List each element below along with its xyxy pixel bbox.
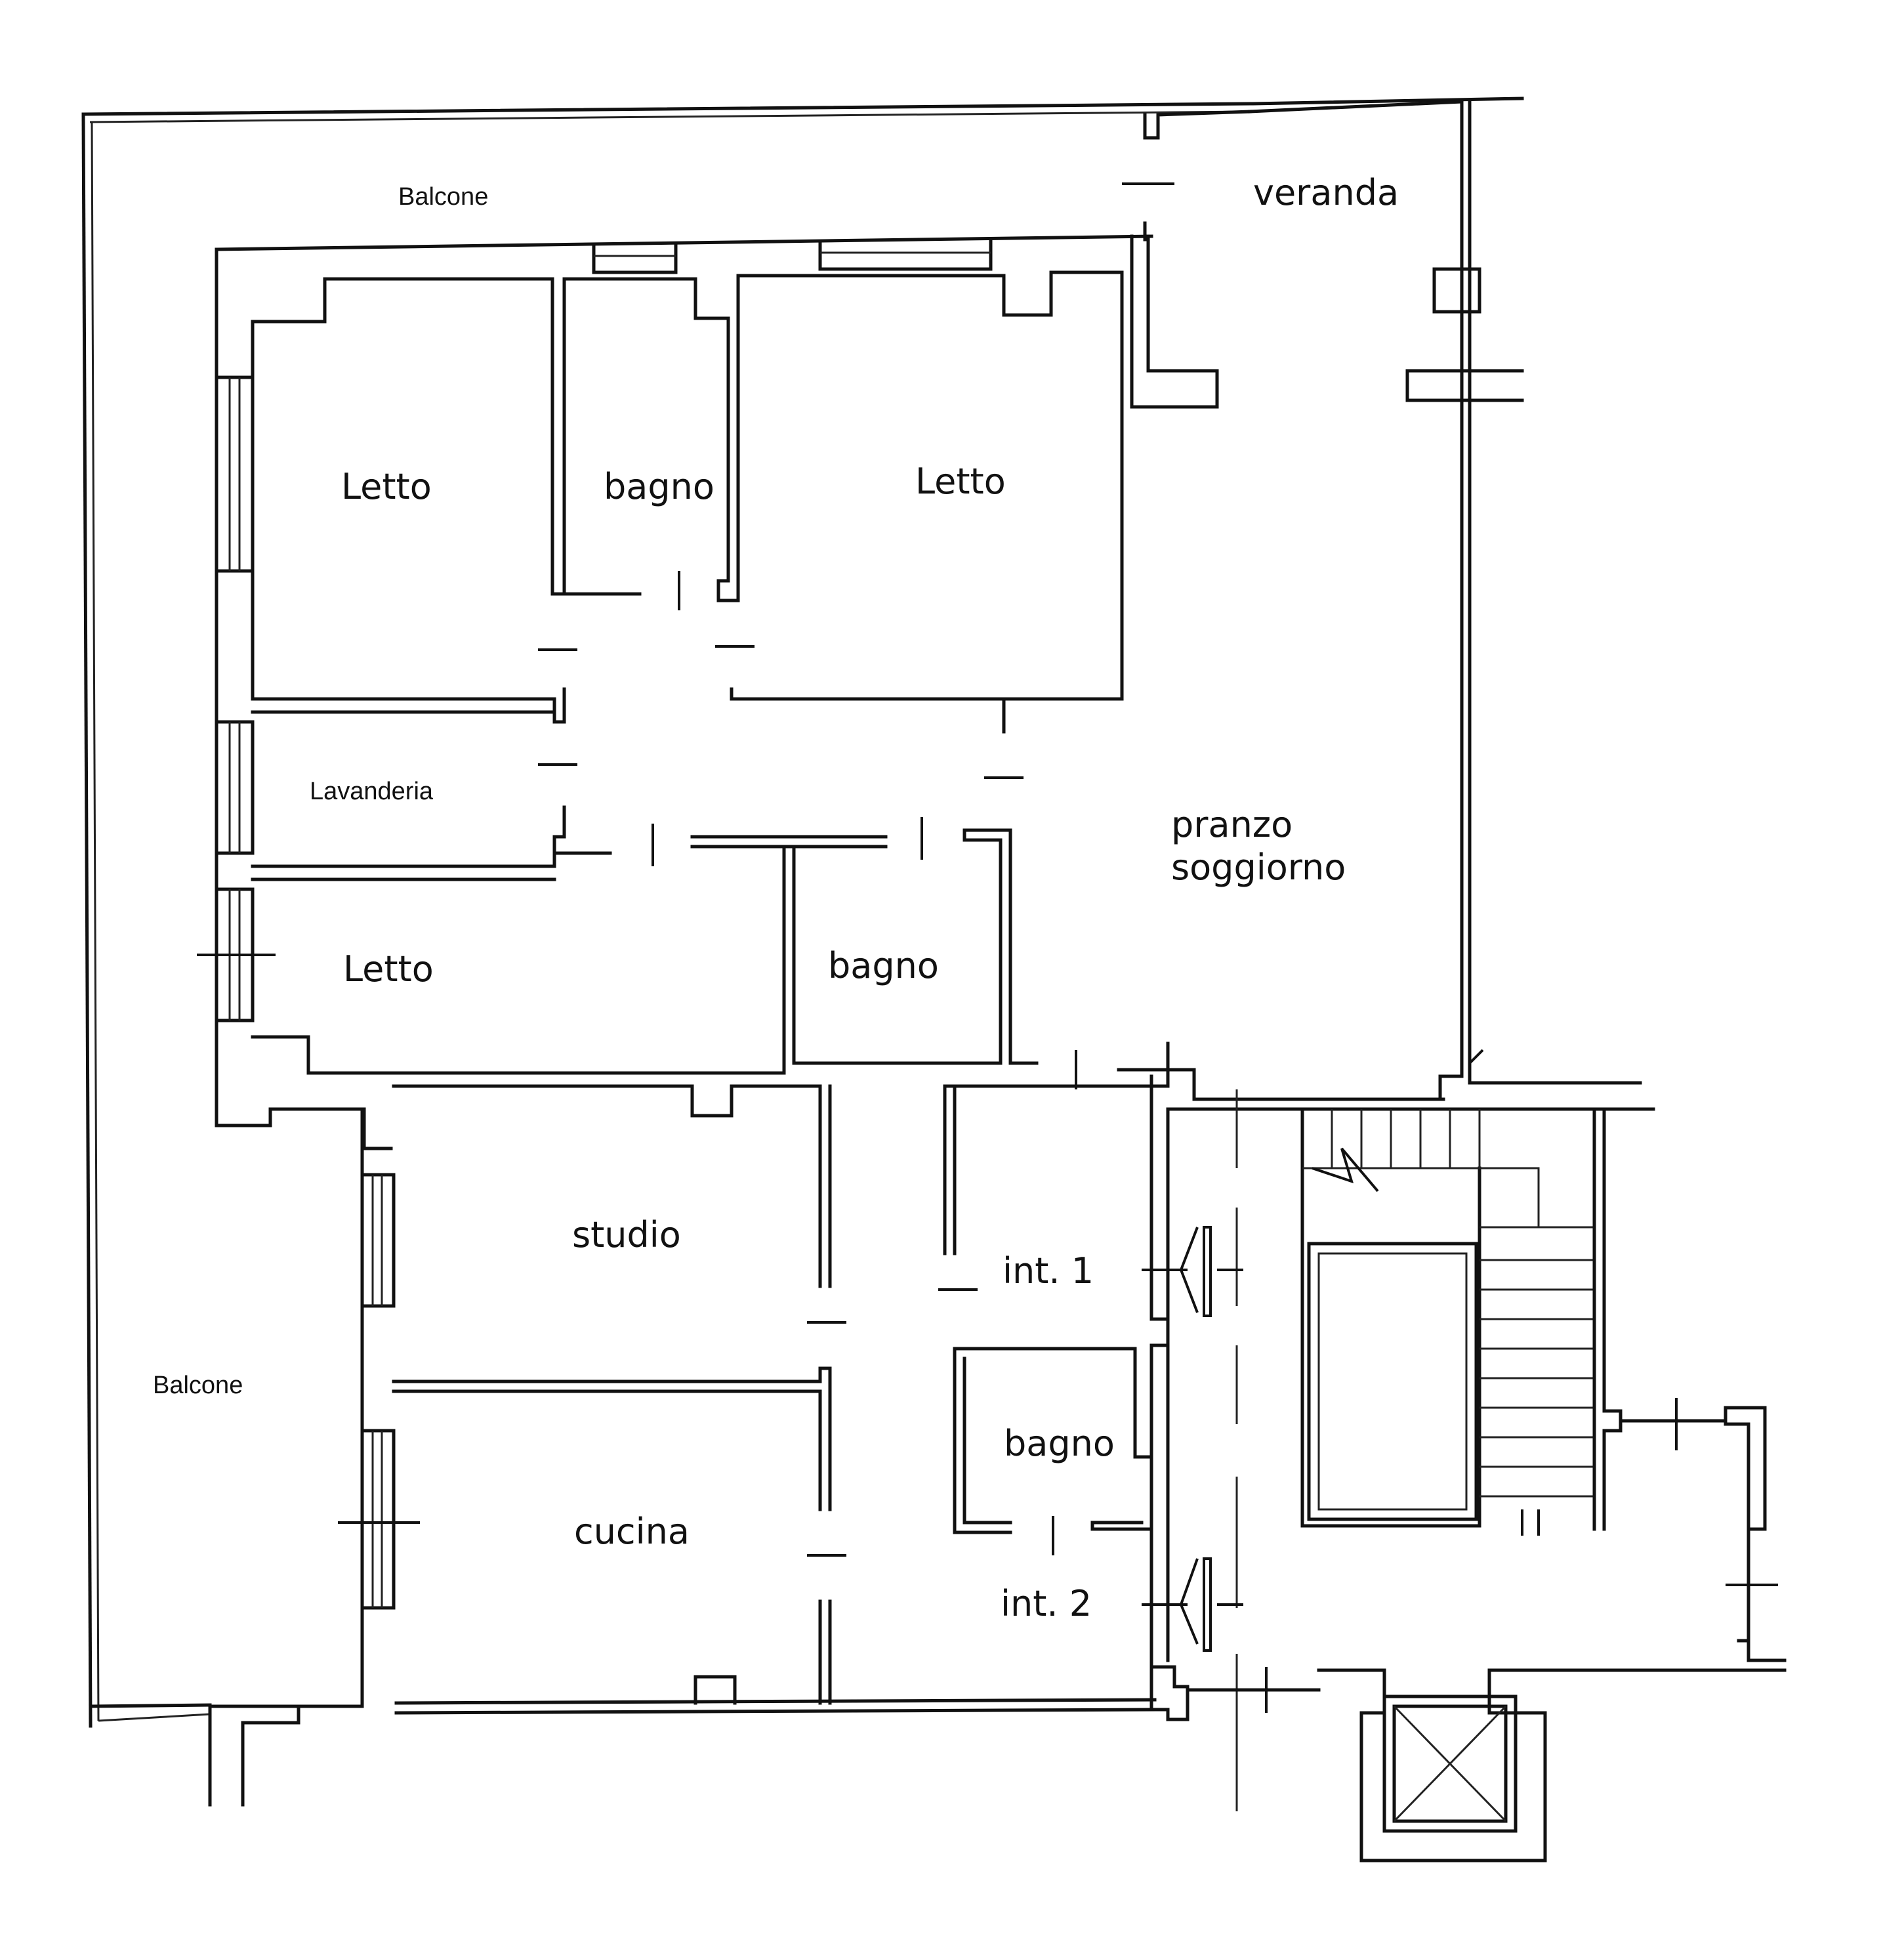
elevator-shaft	[1186, 1667, 1787, 1862]
label-balcone-left: Balcone	[153, 1372, 243, 1399]
label-letto-2: Letto	[915, 461, 1006, 502]
bagno-1-walls	[562, 277, 740, 610]
door-marks	[538, 645, 1077, 1557]
exterior-walls	[197, 234, 1157, 1807]
label-letto-1: Letto	[341, 466, 432, 507]
landing-walls	[1619, 1398, 1787, 1662]
label-bagno-3: bagno	[1004, 1423, 1115, 1464]
entrance-door-int-1	[1142, 1226, 1243, 1317]
label-bagno-2: bagno	[828, 945, 939, 986]
label-int-2: int. 2	[1001, 1583, 1092, 1624]
label-bagno-1: bagno	[604, 466, 714, 507]
label-balcone-top: Balcone	[398, 183, 488, 211]
staircase	[1300, 1107, 1623, 1536]
letto-2-walls	[730, 234, 1219, 734]
label-cucina: cucina	[574, 1511, 690, 1552]
label-letto-3: Letto	[343, 948, 434, 990]
label-pranzo: pranzo	[1171, 804, 1293, 845]
label-int-1: int. 1	[1003, 1250, 1094, 1292]
lavanderia-walls	[251, 697, 612, 868]
entrance-walls	[1149, 1074, 1238, 1811]
label-lavanderia: Lavanderia	[310, 778, 434, 805]
balcony-railing	[81, 96, 1524, 1728]
entrance-door-int-2	[1142, 1557, 1243, 1652]
label-soggiorno: soggiorno	[1171, 847, 1346, 888]
letto-3-walls	[251, 828, 1039, 1075]
cucina-walls	[818, 1599, 832, 1705]
living-walls	[1117, 100, 1655, 1111]
label-veranda: veranda	[1253, 172, 1399, 213]
label-studio: studio	[572, 1214, 681, 1255]
top-windows	[592, 240, 993, 274]
studio-walls	[392, 1042, 1170, 1511]
